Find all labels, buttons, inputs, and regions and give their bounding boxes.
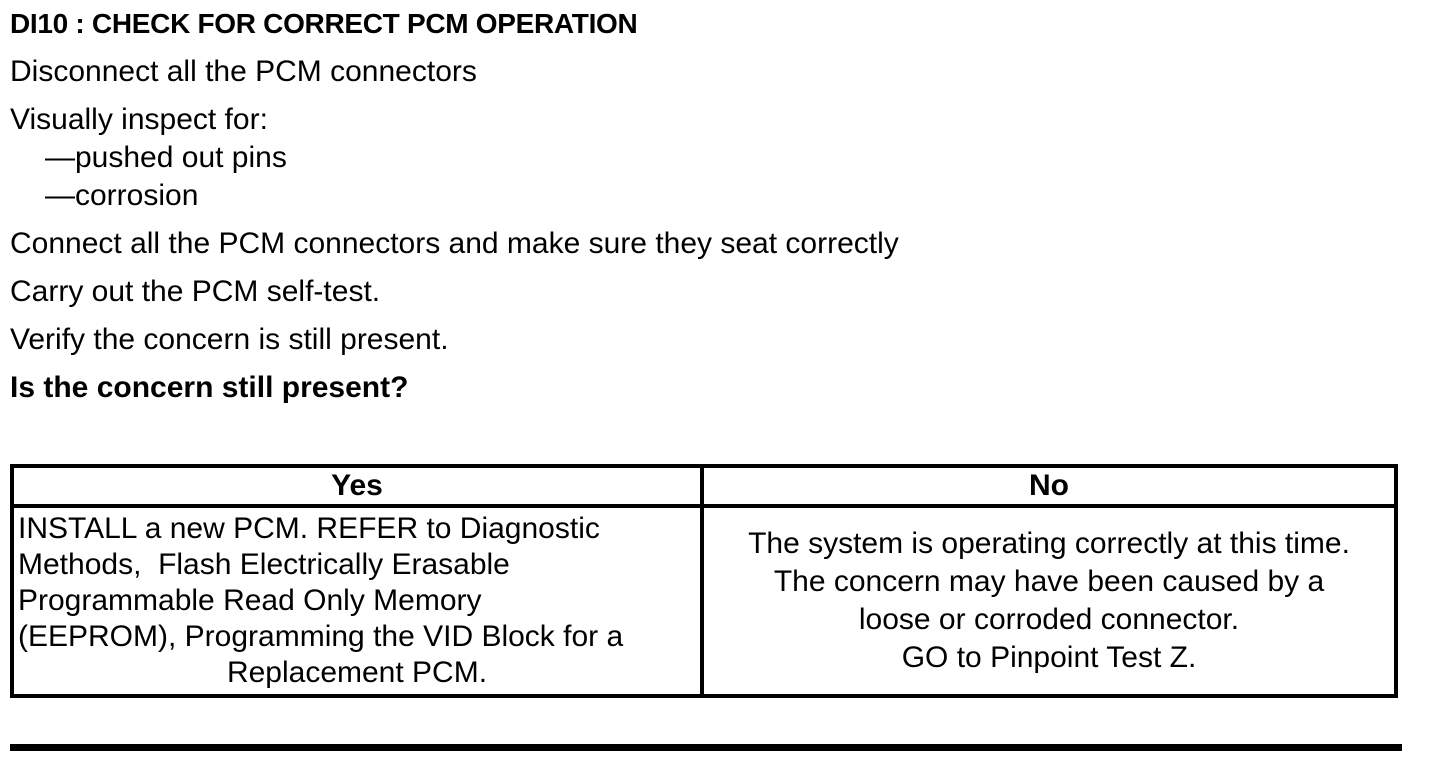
no-header-cell: No <box>700 464 1398 508</box>
inspect-item-corrosion: —corrosion <box>45 179 199 212</box>
results-table: Yes No INSTALL a new PCM. REFER to Diagn… <box>10 464 1398 698</box>
step-inspect: Visually inspect for: <box>10 103 268 136</box>
yes-result-line: Programmable Read Only Memory <box>18 584 482 617</box>
step-inspect-group: Visually inspect for: —pushed out pins —… <box>10 101 1440 215</box>
results-body-row: INSTALL a new PCM. REFER to Diagnostic M… <box>10 504 1398 698</box>
yes-result-line: (EEPROM), Programming the VID Block for … <box>18 620 624 653</box>
step-disconnect: Disconnect all the PCM connectors <box>10 55 477 88</box>
yes-result-cell: INSTALL a new PCM. REFER to Diagnostic M… <box>10 504 704 698</box>
yes-result-line: Methods, Flash Electrically Erasable <box>18 548 510 581</box>
results-header-row: Yes No <box>10 464 1398 508</box>
bottom-rule <box>10 744 1402 751</box>
no-result-line: loose or corroded connector. <box>858 603 1240 636</box>
question-text: Is the concern still present? <box>10 371 409 404</box>
no-result-line: GO to Pinpoint Test Z. <box>901 641 1197 674</box>
no-result-cell: The system is operating correctly at thi… <box>700 504 1398 698</box>
step-verify: Verify the concern is still present. <box>10 323 449 356</box>
no-result-line: The concern may have been caused by a <box>773 565 1325 598</box>
procedure-title: DI10 : CHECK FOR CORRECT PCM OPERATION <box>10 8 638 39</box>
yes-header-cell: Yes <box>10 464 704 508</box>
yes-result-line: INSTALL a new PCM. REFER to Diagnostic <box>18 512 600 545</box>
step-connect: Connect all the PCM connectors and make … <box>10 227 899 260</box>
no-result-line: The system is operating correctly at thi… <box>748 527 1350 560</box>
step-self-test: Carry out the PCM self-test. <box>10 275 381 308</box>
inspect-item-pushed-out-pins: —pushed out pins <box>45 141 287 174</box>
yes-result-line: Replacement PCM. <box>226 656 488 689</box>
